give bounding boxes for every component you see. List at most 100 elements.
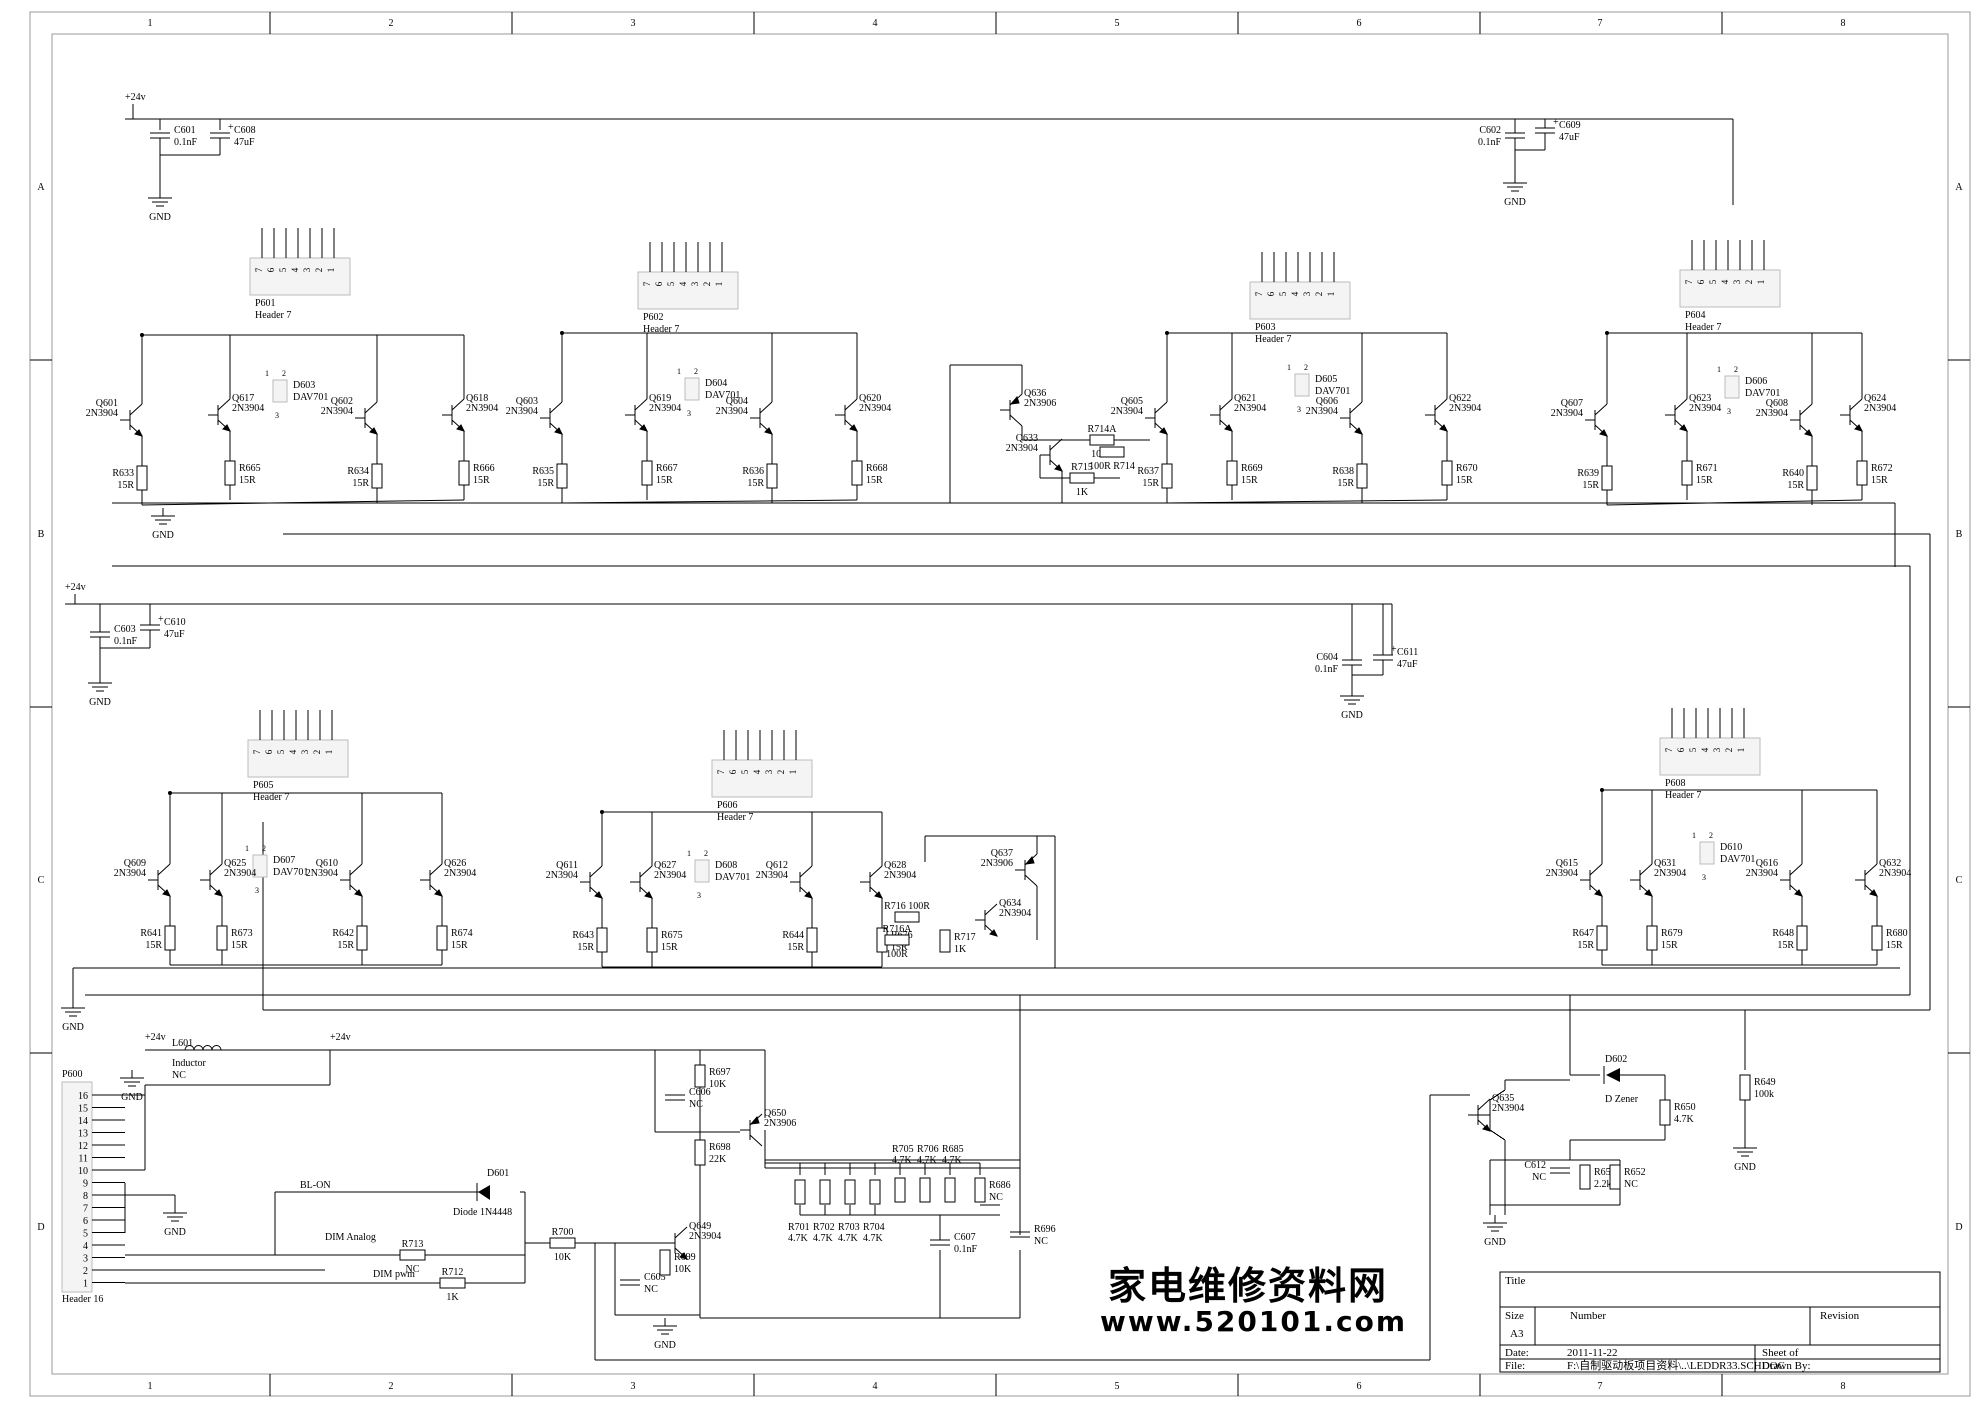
resistor-body <box>458 460 470 486</box>
header-pin-number: 7 <box>1254 291 1264 296</box>
resistor-r701 <box>794 1179 806 1205</box>
resistor-value: 10K <box>554 1252 572 1263</box>
diode-pin-number: 3 <box>255 886 259 895</box>
emitter-arrow <box>1024 856 1035 865</box>
resistor-value: 1K <box>446 1292 459 1303</box>
cap-ref: C611 <box>1397 647 1418 658</box>
row-marker-right: D <box>1955 1222 1962 1233</box>
row-marker-right: B <box>1956 529 1963 540</box>
header-pin-number: 1 <box>1326 292 1336 297</box>
diode-type: Diode 1N4448 <box>453 1207 512 1218</box>
cap-ref: C603 <box>114 624 136 635</box>
resistor-ref: R715 <box>1071 462 1093 473</box>
resistor-ref: R716A <box>883 924 913 935</box>
collector-lead <box>869 865 883 878</box>
resistor-ref: R643 <box>572 930 594 941</box>
resistor-r702 <box>819 1179 831 1205</box>
transistor-ref: Q624 <box>1864 393 1886 404</box>
resistor-body <box>439 1277 466 1289</box>
resistor-value: 4.7K <box>788 1233 809 1244</box>
emitter-arrow <box>989 929 998 937</box>
junction-dot <box>1165 331 1169 335</box>
emitter-arrow <box>874 891 883 899</box>
diode-ref: D605 <box>1315 374 1337 385</box>
resistor-value: NC <box>406 1264 420 1275</box>
resistor-value: 4.7K <box>813 1233 834 1244</box>
transistor-type: 2N3904 <box>654 870 686 881</box>
header-pin-number: 1 <box>714 282 724 287</box>
resistor-ref: R712 <box>442 1267 464 1278</box>
emitter-arrow <box>1439 424 1448 432</box>
gnd-label: GND <box>1341 710 1363 721</box>
resistor-body <box>794 1179 806 1205</box>
diode-type: D Zener <box>1605 1094 1639 1105</box>
emitter-arrow <box>1869 889 1878 897</box>
diode-pin-number: 3 <box>697 891 701 900</box>
emitter-arrow <box>1009 396 1020 405</box>
transistor-ref: Q622 <box>1449 393 1471 404</box>
resistor-value: 15R <box>1787 480 1804 491</box>
collector-lead <box>1349 401 1363 414</box>
resistor-body <box>1601 465 1613 491</box>
transistor-type: 2N3904 <box>1864 403 1896 414</box>
diode-pin-number: 1 <box>1287 363 1291 372</box>
emitter-arrow <box>369 427 378 435</box>
resistor-ref: R716 100R <box>884 901 930 912</box>
diode-pin-number: 3 <box>1727 407 1731 416</box>
resistor-value: 10K <box>709 1079 727 1090</box>
vcc-label-mid: +24v <box>65 582 86 593</box>
ground-input-stage: GND <box>653 1318 677 1351</box>
resistor-body <box>136 465 148 491</box>
connector-pin-number: 3 <box>83 1254 88 1265</box>
transistor-ref: Q631 <box>1654 858 1676 869</box>
ground-rail <box>141 499 465 506</box>
cap-ref: C605 <box>644 1272 666 1283</box>
resistor-body <box>216 925 228 951</box>
transistor-type: 2N3904 <box>649 403 681 414</box>
collector-lead <box>589 865 603 878</box>
diode-pin-number: 3 <box>275 411 279 420</box>
resistor-ref: R679 <box>1661 928 1683 939</box>
diode-pin-number: 1 <box>265 369 269 378</box>
resistor-ref: R633 <box>112 468 134 479</box>
diode-pin-number: 2 <box>1709 831 1713 840</box>
resistor-value: 100k <box>1754 1089 1774 1100</box>
transistor-ref: Q637 <box>991 848 1013 859</box>
cap-value: 47uF <box>1559 132 1580 143</box>
transistor-type: 2N3904 <box>1756 408 1788 419</box>
diode-type: DAV701 <box>1315 386 1350 397</box>
header-pin-number: 3 <box>764 769 774 774</box>
cap-polarity: + <box>1391 644 1397 655</box>
collector-lead <box>1639 863 1653 876</box>
connector-pin-number: 1 <box>83 1279 88 1290</box>
resistor-body <box>1099 446 1125 458</box>
emitter-arrow <box>594 891 603 899</box>
resistor-ref: R675 <box>661 930 683 941</box>
diode-body <box>1699 841 1715 865</box>
emitter-arrow <box>764 427 773 435</box>
resistor-body <box>641 460 653 486</box>
header-pin-number: 4 <box>752 769 762 774</box>
collector-lead <box>429 863 443 876</box>
header-body <box>1249 281 1351 320</box>
